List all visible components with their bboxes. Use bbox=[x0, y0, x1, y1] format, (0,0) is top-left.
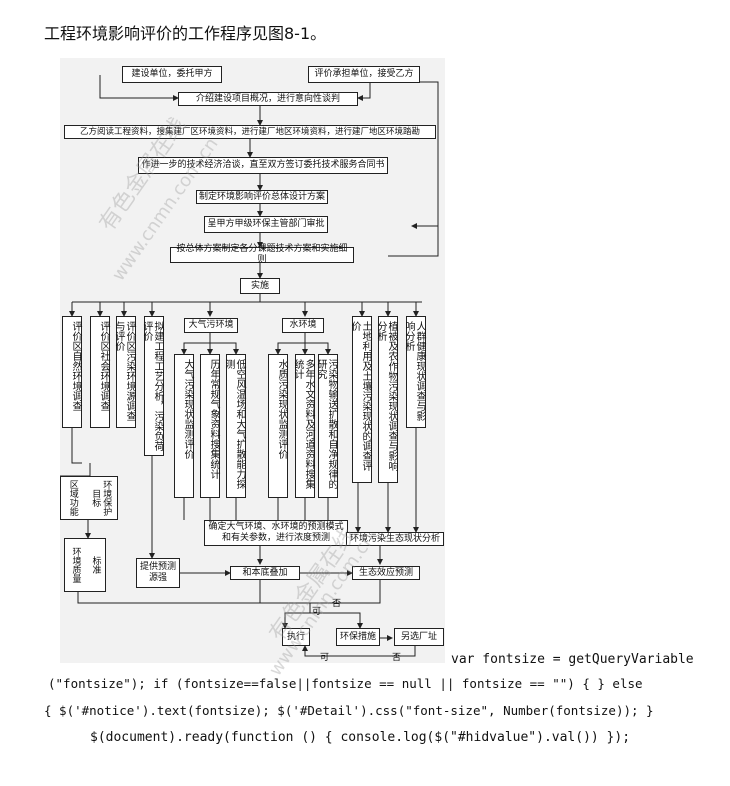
eco-analysis-box: 环境污染生态现状分析 bbox=[346, 532, 444, 546]
code-line-4: $(document).ready(function () { console.… bbox=[90, 730, 631, 745]
yes-label-bottom: 可 bbox=[320, 653, 330, 663]
air-env-group-box: 大气污环境 bbox=[184, 318, 238, 333]
code-line-1: var fontsize = getQueryVariable bbox=[451, 652, 694, 667]
code-line-3: { $('#notice').text(fontsize); $('#Detai… bbox=[44, 703, 654, 718]
prediction-model-box: 确定大气环境、水环境的预测模式和有关参数，进行浓度预测 bbox=[204, 520, 348, 546]
step-subplan-box: 按总体方案制定各分课题技术方案和实施细则 bbox=[170, 244, 354, 265]
code-line-2: ("fontsize"); if (fontsize==false||fonts… bbox=[48, 676, 643, 691]
land-soil-survey-box: 土地利用及土壤污染现状的调查评价 bbox=[349, 316, 372, 483]
client-box: 建设单位，委托甲方 bbox=[122, 66, 222, 83]
hydrology-data-box: 多年水文资料及河道资料搜集统计 bbox=[292, 354, 315, 498]
yes-label: 可 bbox=[312, 607, 322, 617]
step-data-collection-box: 乙方阅读工程资料，搜集建厂区环境资料，进行建厂地区环境资料，进行建厂地区环境踏勘 bbox=[64, 125, 436, 139]
health-survey-box: 人群健康现状调查与影响分析 bbox=[403, 316, 426, 428]
background-overlay-box: 和本底叠加 bbox=[230, 566, 300, 580]
step-introduce-box: 介绍建设项目概况，进行意向性谈判 bbox=[178, 92, 358, 106]
zone-function-box: 区域功能 环境保护目标 bbox=[60, 476, 118, 520]
no-label-bottom: 否 bbox=[392, 653, 402, 663]
quality-standard-box: 环境质量 标准 bbox=[64, 538, 106, 592]
protection-target-label: 环境保护目标 bbox=[90, 480, 112, 516]
zone-function-label: 区域功能 bbox=[67, 480, 78, 516]
water-monitoring-box: 水质污染现状监测评价 bbox=[268, 354, 288, 498]
vegetation-survey-box: 植被及农作物污染现状调查与影响分析 bbox=[375, 316, 398, 483]
env-measures-box: 环保措施 bbox=[336, 628, 380, 646]
step-design-plan-box: 制定环境影响评价总体设计方案 bbox=[196, 190, 328, 204]
flowchart-figure: 建设单位，委托甲方 评价承担单位，接受乙方 介绍建设项目概况，进行意向性谈判 乙… bbox=[60, 58, 445, 680]
standard-label: 标准 bbox=[90, 556, 101, 574]
env-quality-label: 环境质量 bbox=[70, 547, 81, 583]
eco-effect-prediction-box: 生态效应预测 bbox=[352, 566, 420, 580]
contractor-box: 评价承担单位，接受乙方 bbox=[308, 66, 420, 83]
pollutant-diffusion-box: 污染物输送扩散和自净规律的研究 bbox=[315, 354, 338, 498]
social-env-survey-box: 评价区社会环境调查 bbox=[90, 316, 110, 428]
source-prediction-box: 提供预测源强 bbox=[136, 558, 180, 588]
meteorology-data-box: 历年常规气象资料搜集统计 bbox=[200, 354, 220, 498]
implement-box: 实施 bbox=[240, 278, 280, 294]
step-approval-box: 呈甲方甲级环保主管部门审批 bbox=[204, 216, 328, 233]
execute-box: 执行 bbox=[282, 628, 310, 646]
intro-text: 工程环境影响评价的工作程序见图8-1。 bbox=[44, 24, 327, 43]
flowchart-connectors bbox=[60, 75, 439, 657]
pollution-source-survey-box: 评价区污染环境源调查与评价 bbox=[113, 316, 136, 428]
no-label: 否 bbox=[332, 599, 342, 609]
step-contract-box: 作进一步的技术经济洽谈，直至双方签订委托技术服务合同书 bbox=[138, 157, 388, 174]
air-monitoring-box: 大气污染现状监测评价 bbox=[174, 354, 194, 498]
process-analysis-box: 拟建工程工艺分析，污染负荷评价 bbox=[141, 316, 164, 456]
natural-env-survey-box: 评价区自然环境调查 bbox=[62, 316, 82, 428]
wind-temperature-box: 低空风温场和大气扩散能力探测 bbox=[223, 354, 246, 498]
water-env-group-box: 水环境 bbox=[282, 318, 324, 333]
relocate-site-box: 另选厂址 bbox=[394, 628, 444, 646]
